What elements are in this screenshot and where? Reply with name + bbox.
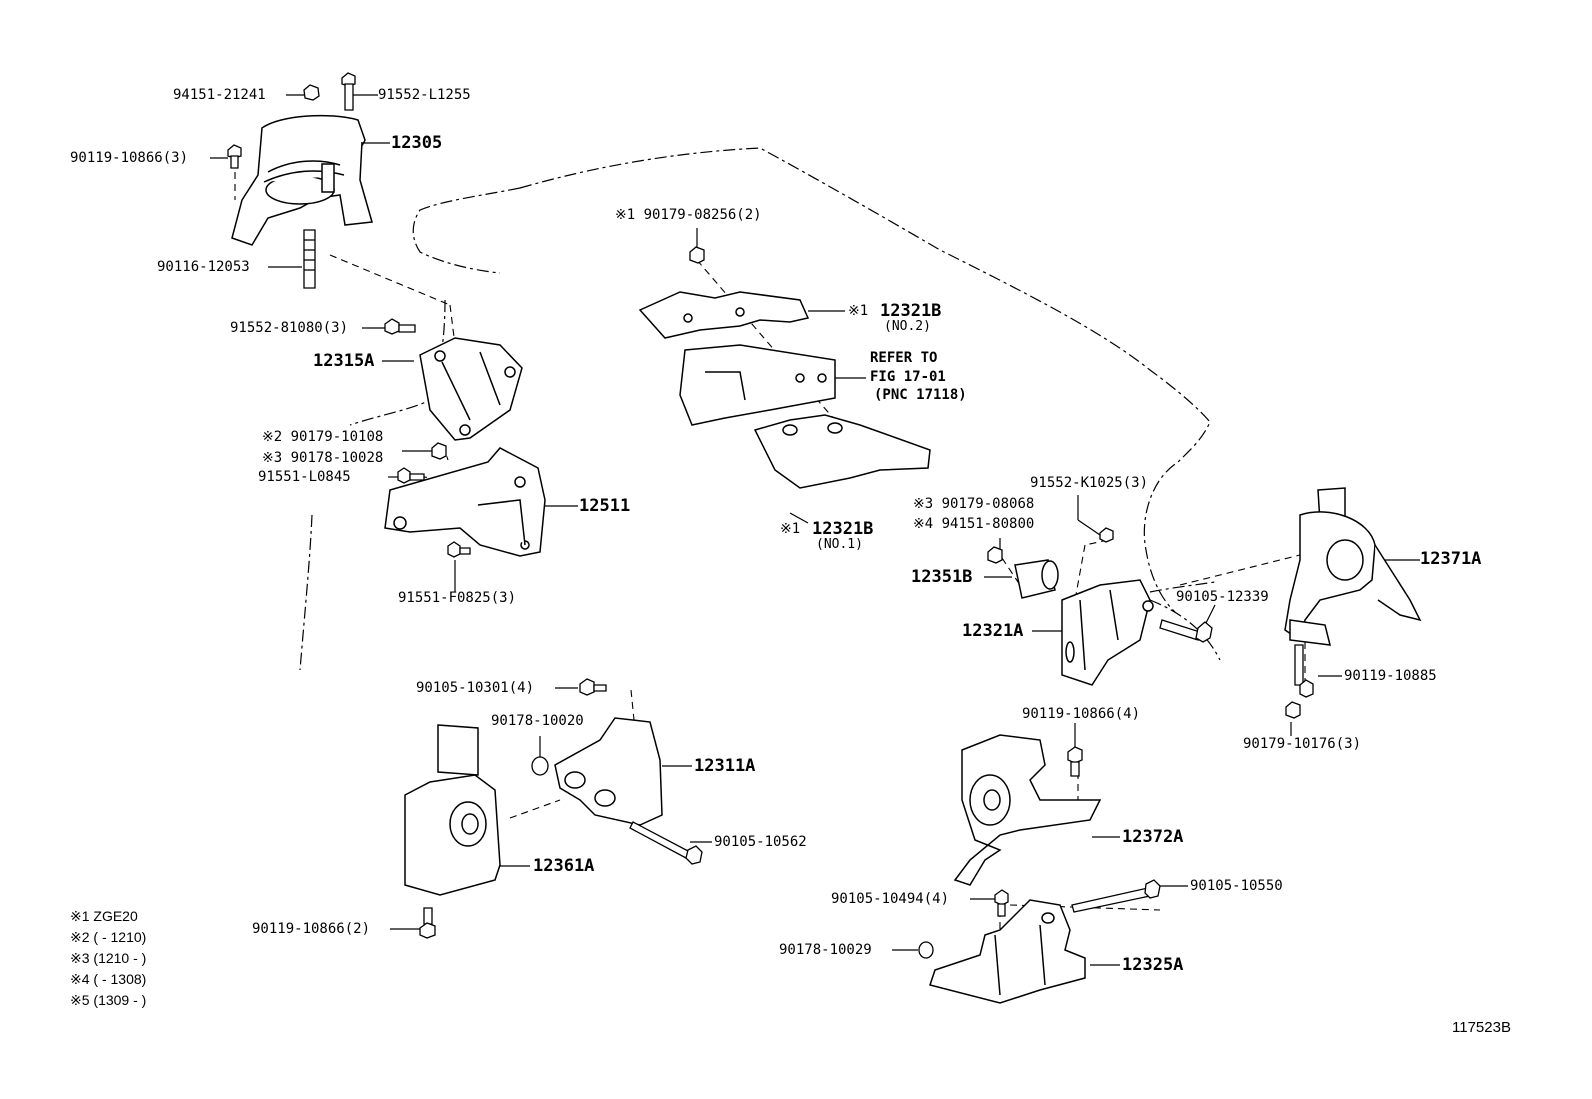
part-label-12321B-no1[interactable]: 12321B (812, 519, 874, 539)
mount-12371A-shape (1285, 488, 1420, 645)
bracket-12321B-no2-shape (640, 292, 808, 338)
bolt-90119-10866-a (228, 145, 241, 168)
bracket-12321A-shape (1062, 580, 1153, 685)
part-label-12325A[interactable]: 12325A (1122, 955, 1184, 975)
leader-lines (210, 95, 1420, 965)
bolt-90119-10866-b (420, 908, 435, 938)
bolt-90105-12339 (1160, 620, 1212, 642)
bolt-94151-21241 (304, 85, 319, 100)
figure-number: 117523B (1452, 1019, 1511, 1036)
mount-12372A-shape (955, 735, 1100, 885)
mount-12361A-shape (405, 725, 500, 895)
part-label-90179-08068[interactable]: ※3 90179-08068 (913, 496, 1035, 512)
part-label-94151-80800[interactable]: ※4 94151-80800 (913, 516, 1035, 532)
nut-90179-10108 (432, 443, 446, 459)
reference-line-1: REFER TO (870, 350, 938, 366)
bolt-91551-F0825 (448, 542, 470, 557)
part-mark-12321B-no2: ※1 (848, 303, 869, 319)
bracket-12325A-shape (930, 900, 1085, 1003)
part-label-90178-10029[interactable]: 90178-10029 (779, 942, 872, 958)
part-label-90119-10866-4[interactable]: 90119-10866(4) (1022, 706, 1141, 722)
part-label-94151-21241[interactable]: 94151-21241 (173, 87, 266, 103)
bolt-91552-81080 (385, 319, 415, 334)
bolt-90105-10562 (630, 822, 702, 864)
part-sublabel-no1: (NO.1) (816, 537, 863, 552)
part-label-90105-10550[interactable]: 90105-10550 (1190, 878, 1283, 894)
bolt-91552-L1255 (342, 73, 355, 110)
bracket-12315A-shape (420, 338, 522, 440)
bolt-90105-10301 (580, 679, 606, 695)
nut-90178-10020 (532, 757, 548, 775)
part-label-90119-10885[interactable]: 90119-10885 (1344, 668, 1437, 684)
part-label-12371A[interactable]: 12371A (1420, 549, 1482, 569)
bolt-90119-10866-c (1068, 747, 1082, 776)
part-label-12511[interactable]: 12511 (579, 496, 631, 516)
note-1: ※1 ZGE20 (70, 908, 138, 924)
nut-90178-10029 (919, 942, 933, 958)
reference-line-3: (PNC 17118) (874, 387, 967, 403)
part-mark-12321B-no1: ※1 (780, 521, 801, 537)
part-label-91552-81080-3[interactable]: 91552-81080(3) (230, 320, 349, 336)
bracket-12511-shape (385, 448, 545, 556)
nut-90179-08068 (988, 547, 1002, 563)
bolt-91552-K1025 (1100, 528, 1113, 542)
part-label-12311A[interactable]: 12311A (694, 756, 756, 776)
part-label-12321A[interactable]: 12321A (962, 621, 1024, 641)
part-label-90178-10028[interactable]: ※3 90178-10028 (262, 450, 384, 466)
part-label-12321B-no2[interactable]: 12321B (880, 301, 942, 321)
note-3: ※3 (1210 - ) (70, 950, 147, 966)
part-label-12315A[interactable]: 12315A (313, 351, 375, 371)
reference-line-2[interactable]: FIG 17-01 (870, 369, 946, 385)
part-label-12361A[interactable]: 12361A (533, 856, 595, 876)
note-2: ※2 ( - 1210) (70, 929, 147, 945)
part-label-90119-10866-3[interactable]: 90119-10866(3) (70, 150, 189, 166)
part-label-91551-L0845[interactable]: 91551-L0845 (258, 469, 351, 485)
part-label-90105-10562[interactable]: 90105-10562 (714, 834, 807, 850)
part-label-12351B[interactable]: 12351B (911, 567, 973, 587)
part-label-90179-10176-3[interactable]: 90179-10176(3) (1243, 736, 1362, 752)
part-label-12372A[interactable]: 12372A (1122, 827, 1184, 847)
note-4: ※4 ( - 1308) (70, 971, 147, 987)
part-label-90105-10494-4[interactable]: 90105-10494(4) (831, 891, 950, 907)
bracket-12321B-no1-shape (755, 415, 930, 488)
part-label-90116-12053[interactable]: 90116-12053 (157, 259, 250, 275)
plate-middle-shape (680, 345, 835, 425)
stud-90116-12053 (304, 230, 315, 288)
part-label-90179-08256-2[interactable]: ※1 90179-08256(2) (615, 207, 762, 223)
part-label-91551-F0825-3[interactable]: 91551-F0825(3) (398, 590, 517, 606)
part-label-90179-10108[interactable]: ※2 90179-10108 (262, 429, 384, 445)
nut-90179-08256 (690, 247, 704, 263)
part-label-91552-L1255[interactable]: 91552-L1255 (378, 87, 471, 103)
part-sublabel-no2: (NO.2) (884, 319, 931, 334)
bolt-90105-10550 (1072, 880, 1160, 912)
mount-12305-shape (232, 116, 372, 245)
part-label-12305[interactable]: 12305 (391, 133, 443, 153)
part-label-90178-10020[interactable]: 90178-10020 (491, 713, 584, 729)
part-label-90119-10866-2[interactable]: 90119-10866(2) (252, 921, 371, 937)
bolt-90119-10885 (1295, 645, 1313, 697)
bracket-12311A-shape (555, 718, 662, 825)
bolt-90105-10494 (995, 890, 1008, 916)
note-5: ※5 (1309 - ) (70, 992, 147, 1008)
nut-90179-10176 (1286, 702, 1300, 718)
bolt-91551-L0845 (398, 468, 424, 483)
part-label-90105-12339[interactable]: 90105-12339 (1176, 589, 1269, 605)
part-label-91552-K1025-3[interactable]: 91552-K1025(3) (1030, 475, 1149, 491)
part-label-90105-10301-4[interactable]: 90105-10301(4) (416, 680, 535, 696)
rubber-12351B-shape (1015, 560, 1058, 598)
